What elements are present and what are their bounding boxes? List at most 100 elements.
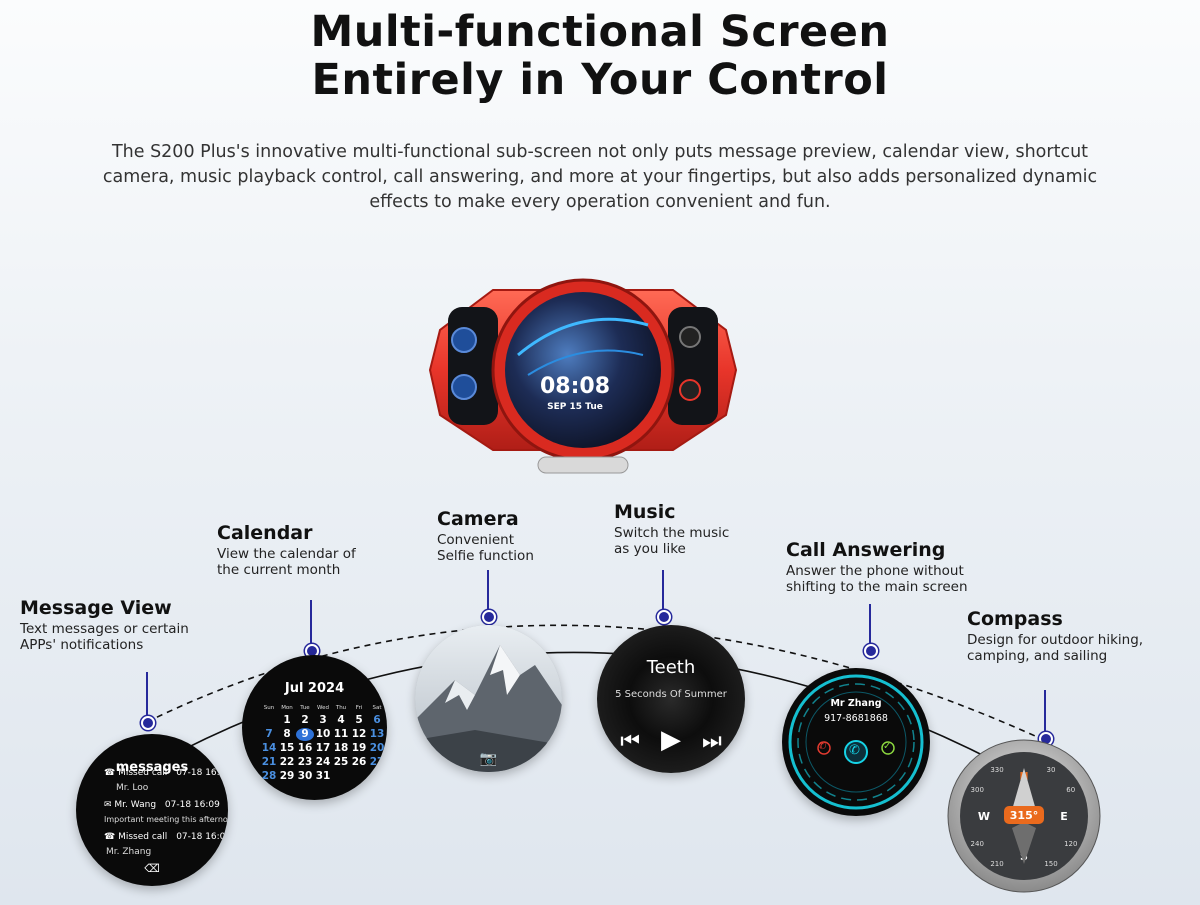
message-row: ☎ Missed call 07-18 16:04 [104, 768, 228, 779]
compass-tick-label: 150 [1044, 860, 1057, 868]
call-dial: Mr Zhang 917-8681868 ✆ ✆ ✓ [782, 668, 930, 816]
feature-compass: Compass Design for outdoor hiking, campi… [967, 607, 1143, 664]
compass-tick-label: 330 [990, 766, 1003, 774]
pin-line-call [869, 604, 871, 644]
feature-music: Music Switch the music as you like [614, 500, 729, 557]
play-icon[interactable]: ▶ [661, 725, 681, 755]
message-time: 07-18 16:04 [176, 832, 228, 842]
pin-line-messages [146, 672, 148, 716]
calendar-day: 8 [283, 728, 291, 740]
feature-desc: Switch the music as you like [614, 525, 730, 557]
feature-message-view: Message View Text messages or certain AP… [20, 596, 189, 653]
call-glow-rings [788, 674, 924, 810]
calendar-day: 1 [283, 714, 291, 726]
mountain-photo [415, 625, 562, 772]
pin-line-music [662, 570, 664, 610]
message-preview: Important meeting this afternoon [104, 815, 228, 824]
next-track-icon[interactable]: ⏭ [702, 729, 722, 754]
heading-badge [1004, 806, 1044, 824]
answer-phone-icon[interactable]: ✆ [849, 743, 860, 758]
message-sender: Mr. Zhang [106, 847, 152, 857]
feature-desc: Answer the phone without shifting to the… [786, 563, 968, 595]
song-artist: 5 Seconds Of Summer [615, 689, 727, 700]
calendar-month: Jul 2024 [284, 681, 345, 696]
calendar-day: 25 [333, 756, 349, 768]
trash-icon[interactable]: ⌫ [144, 862, 160, 875]
calendar-blank [260, 714, 278, 727]
calendar-weekday: Wed [317, 705, 329, 711]
music-dial: Teeth 5 Seconds Of Summer ⏮ ▶ ⏭ [597, 625, 745, 773]
calendar-weekday: Tue [300, 705, 310, 711]
watch-date: SEP 15 Tue [547, 402, 603, 412]
song-title: Teeth [646, 657, 696, 678]
headline-line-1: Multi-functional Screen [310, 7, 890, 57]
calendar-day: 27 [369, 756, 385, 768]
message-time: 07-18 16:09 [164, 800, 220, 810]
calendar-day: 20 [369, 742, 385, 754]
calendar-day: 16 [297, 742, 313, 754]
feature-title: Music [614, 501, 676, 523]
pin-line-compass [1044, 690, 1046, 732]
feature-title: Camera [437, 508, 519, 530]
feature-desc: View the calendar of the current month [217, 546, 356, 578]
bottom-button [537, 456, 629, 474]
calendar-day: 21 [261, 756, 277, 768]
message-time: 07-18 16:04 [176, 768, 228, 778]
compass-tick-label: 300 [971, 786, 984, 794]
pin-dot-music [657, 610, 671, 624]
message-sender: Mr. Loo [116, 783, 149, 793]
pin-line-camera [487, 570, 489, 610]
calendar-day: 4 [337, 714, 345, 726]
compass-tick-label: 30 [1047, 766, 1056, 774]
camera-shutter-icon[interactable]: 📷 [479, 751, 498, 767]
calendar-day: 28 [261, 770, 277, 782]
previous-track-icon[interactable]: ⏮ [620, 729, 640, 754]
feature-camera: Camera Convenient Selfie function [437, 507, 534, 564]
caller-name: Mr Zhang [830, 698, 882, 709]
calendar-weekday: Fri [355, 705, 363, 711]
watch-image: 08:08 SEP 15 Tue [428, 278, 738, 474]
main-screen [505, 292, 661, 448]
calendar-day: 3 [319, 714, 327, 726]
calendar-day: 26 [351, 756, 367, 768]
accept-call-icon[interactable]: ✓ [883, 741, 892, 752]
messages-dial: messages ☎ Missed call 07-18 16:04 Mr. L… [76, 734, 228, 886]
compass-direction: E [1060, 810, 1068, 823]
message-label: Missed call [118, 832, 168, 842]
phone-icon: ☎ [104, 768, 116, 778]
intro-paragraph: The S200 Plus's innovative multi-functio… [102, 142, 1098, 212]
compass-tick-label: 60 [1066, 786, 1075, 794]
calendar-day: 5 [355, 714, 363, 726]
pin-dot-call [864, 644, 878, 658]
camera-dial: 📷 [415, 625, 562, 772]
decline-call-icon[interactable]: ✆ [818, 741, 827, 752]
compass-tick-label: 210 [990, 860, 1003, 868]
pin-line-calendar [310, 600, 312, 644]
calendar-day: 23 [297, 756, 313, 768]
compass-heading: 315° [1010, 809, 1038, 822]
calendar-weekday: Thu [335, 705, 347, 711]
messages-title: messages [115, 760, 189, 775]
message-row: ✉ Mr. Wang 07-18 16:09 [104, 800, 220, 811]
caller-number: 917-8681868 [824, 713, 888, 724]
feature-desc: Design for outdoor hiking, camping, and … [967, 632, 1144, 664]
compass-direction: W [978, 810, 990, 823]
calendar-day: 14 [261, 742, 277, 754]
calendar-day: 24 [315, 756, 331, 768]
calendar-day: 15 [279, 742, 295, 754]
calendar-weekday: Mon [281, 705, 293, 711]
pin-dot-camera [482, 610, 496, 624]
calendar-day: 7 [265, 728, 273, 740]
calendar-day: 13 [369, 728, 385, 740]
pin-dot-messages [141, 716, 155, 730]
calendar-day: 22 [279, 756, 295, 768]
calendar-weekday: Sun [263, 705, 275, 711]
left-subscreen [448, 307, 498, 425]
calendar-day: 19 [351, 742, 367, 754]
right-subscreen [668, 307, 718, 425]
phone-icon: ☎ [104, 832, 116, 842]
feature-desc: Text messages or certain APPs' notificat… [20, 621, 189, 653]
